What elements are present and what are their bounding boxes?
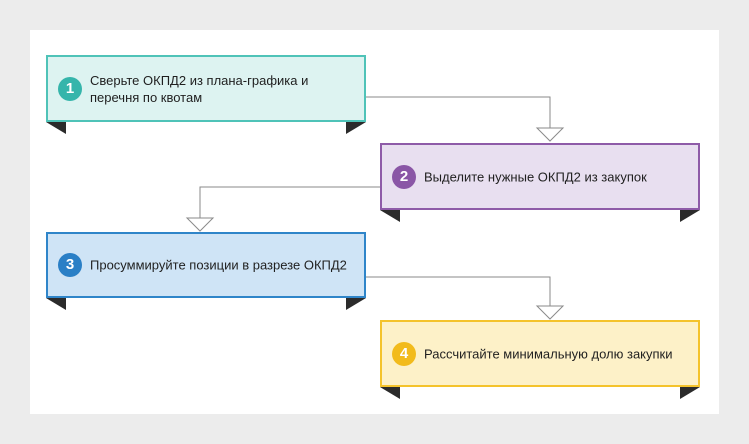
step-3-foot-left [46, 298, 66, 310]
step-2-label: Выделите нужные ОКПД2 из закупок [424, 169, 647, 184]
step-4-label: Рассчитайте минимальную долю закупки [424, 346, 673, 361]
arrowhead-1-2 [535, 127, 565, 142]
step-1-badge: 1 [58, 76, 82, 101]
arrowhead-2-3 [185, 217, 215, 232]
step-4-box: 4 Рассчитайте минимальную долю закупки [380, 320, 700, 387]
connector-3-4 [366, 276, 551, 306]
step-4-foot-left [380, 387, 400, 399]
step-4-badge: 4 [392, 341, 416, 366]
connector-2-3 [199, 186, 380, 218]
step-1-label: Сверьте ОКПД2 из плана-графика и перечня… [90, 72, 309, 105]
step-3-badge: 3 [58, 253, 82, 277]
step-2-foot-right [680, 210, 700, 222]
connector-1-2 [366, 96, 551, 128]
step-1-box: 1 Сверьте ОКПД2 из плана-графика и переч… [46, 55, 366, 122]
step-3-box: 3 Просуммируйте позиции в разрезе ОКПД2 [46, 232, 366, 298]
step-3-label: Просуммируйте позиции в разрезе ОКПД2 [90, 257, 347, 273]
step-3-foot-right [346, 298, 366, 310]
step-2-foot-left [380, 210, 400, 222]
step-1-foot-left [46, 122, 66, 134]
arrowhead-3-4 [535, 305, 565, 320]
step-2-box: 2 Выделите нужные ОКПД2 из закупок [380, 143, 700, 210]
step-1-foot-right [346, 122, 366, 134]
step-2-badge: 2 [392, 164, 416, 189]
step-4-foot-right [680, 387, 700, 399]
